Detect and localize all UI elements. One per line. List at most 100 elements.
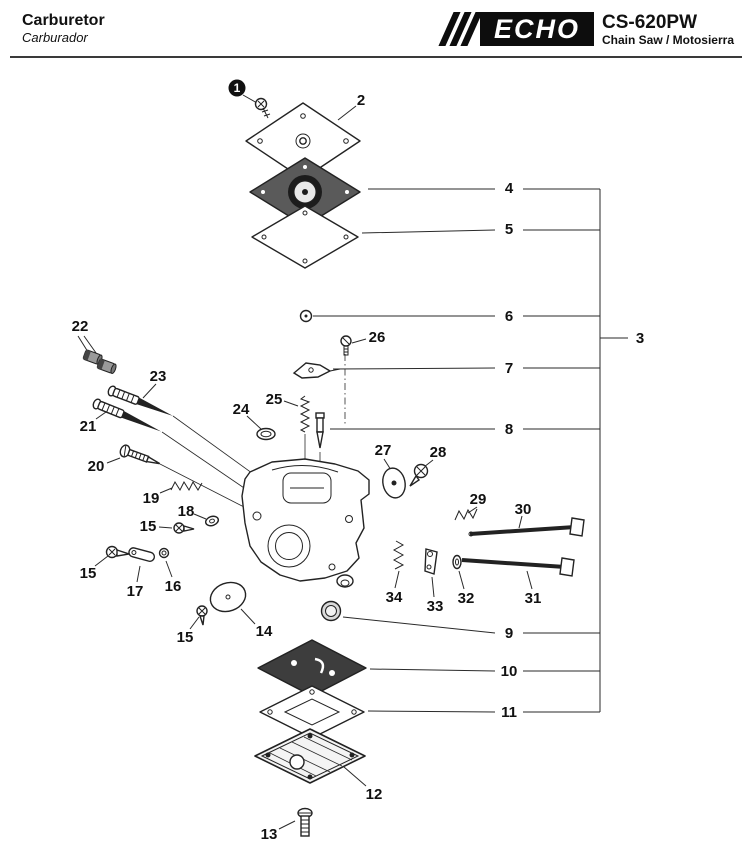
callout-32: 32	[458, 590, 475, 607]
callout-6: 6	[505, 308, 513, 325]
part-needle-21	[92, 398, 162, 432]
callout-label: 11	[501, 704, 517, 721]
part-spring-25	[299, 395, 311, 433]
part-screw-26	[340, 335, 352, 356]
callout-14: 14	[256, 623, 273, 640]
callout-19: 19	[143, 490, 160, 507]
part-plugs-22	[82, 349, 117, 374]
logo-wordmark: ECHO	[479, 12, 594, 46]
callout-label: 4	[505, 180, 514, 197]
callout-13: 13	[261, 826, 278, 843]
part-screw-20	[119, 444, 161, 465]
callout-label: 1	[234, 81, 241, 95]
part-shaft-31	[461, 557, 575, 577]
callout-label: 21	[80, 418, 97, 435]
callout-label: 28	[430, 444, 447, 461]
part-needle-8	[315, 412, 325, 449]
callout-label: 34	[386, 589, 403, 606]
callout-2: 2	[357, 92, 365, 109]
page-subtitle: Carburador	[22, 30, 88, 46]
callout-25: 25	[266, 391, 283, 408]
callout-label: 20	[88, 458, 105, 475]
callout-26: 26	[369, 329, 386, 346]
callout-15: 15	[140, 518, 157, 535]
callout-15: 15	[177, 629, 194, 646]
part-spring-29	[454, 508, 478, 521]
header-titles: Carburetor Carburador	[22, 12, 105, 47]
part-spring-34	[392, 540, 405, 570]
callout-23: 23	[150, 368, 167, 385]
part-screw-28	[409, 463, 429, 487]
callout-7: 7	[505, 360, 513, 377]
model-block: CS-620PW Chain Saw / Motosierra	[602, 12, 734, 48]
part-cover-14	[209, 581, 247, 613]
part-screw-15b	[105, 545, 130, 559]
callout-label: 15	[140, 518, 157, 535]
callout-8: 8	[505, 421, 513, 438]
callout-label: 8	[505, 421, 513, 438]
callout-31: 31	[525, 590, 542, 607]
model-number: CS-620PW	[601, 12, 697, 33]
callout-label: 3	[636, 330, 644, 347]
callout-label: 9	[505, 625, 513, 642]
echo-logo: ECHO	[438, 12, 594, 46]
callout-label: 5	[505, 221, 513, 238]
header-brand: ECHO CS-620PW Chain Saw / Motosierra	[438, 12, 734, 48]
part-plug-6	[299, 309, 313, 323]
part-screw-13	[297, 807, 313, 837]
product-line: Chain Saw / Motosierra	[601, 32, 734, 47]
callout-label: 27	[375, 442, 392, 459]
callout-15: 15	[80, 565, 97, 582]
callout-label: 22	[72, 318, 89, 335]
callout-11: 11	[501, 704, 517, 721]
callout-label: 32	[458, 590, 475, 607]
callout-3: 3	[636, 330, 644, 347]
part-lever-33	[424, 548, 438, 575]
callout-34: 34	[386, 589, 403, 606]
callout-label: 25	[266, 391, 283, 408]
callout-24: 24	[233, 401, 250, 418]
part-nut-16	[158, 547, 170, 559]
callout-9: 9	[505, 625, 513, 642]
callout-4: 4	[505, 180, 514, 197]
callout-label: 13	[261, 826, 278, 843]
callout-33: 33	[427, 598, 444, 615]
callout-10: 10	[501, 663, 518, 680]
header-divider	[10, 55, 742, 58]
callout-label: 19	[143, 490, 160, 507]
part-screw-15a	[173, 522, 195, 534]
callout-label: 33	[427, 598, 444, 615]
callout-1: 1	[228, 79, 246, 97]
part-spring-19	[170, 480, 203, 492]
callout-label: 15	[80, 565, 97, 582]
callout-27: 27	[375, 442, 392, 459]
callouts: 1234567891011121314151515161718192021222…	[72, 79, 644, 843]
part-shaft-30	[468, 517, 585, 537]
part-nozzle-9	[320, 600, 342, 622]
callout-16: 16	[165, 578, 182, 595]
part-washer-32	[452, 554, 462, 570]
callout-label: 6	[505, 308, 513, 325]
callout-label: 2	[357, 92, 365, 109]
callout-label: 10	[501, 663, 518, 680]
callout-21: 21	[80, 418, 97, 435]
callout-29: 29	[470, 491, 487, 508]
callout-label: 18	[178, 503, 195, 520]
part-gasket-5	[251, 205, 359, 269]
part-screw-15c	[196, 605, 208, 626]
callout-label: 12	[366, 786, 383, 803]
callout-30: 30	[515, 501, 532, 518]
callout-label: 30	[515, 501, 532, 518]
carburetor-body	[241, 458, 370, 588]
callout-label: 31	[525, 590, 542, 607]
leader-lines	[77, 94, 628, 830]
callout-label: 23	[150, 368, 167, 385]
callout-5: 5	[505, 221, 513, 238]
part-needle-23	[107, 385, 174, 417]
callout-label: 17	[127, 583, 144, 600]
header: Carburetor Carburador ECHO CS-620PW Chai…	[0, 0, 752, 54]
callout-label: 26	[369, 329, 386, 346]
part-valve-27	[382, 467, 406, 499]
